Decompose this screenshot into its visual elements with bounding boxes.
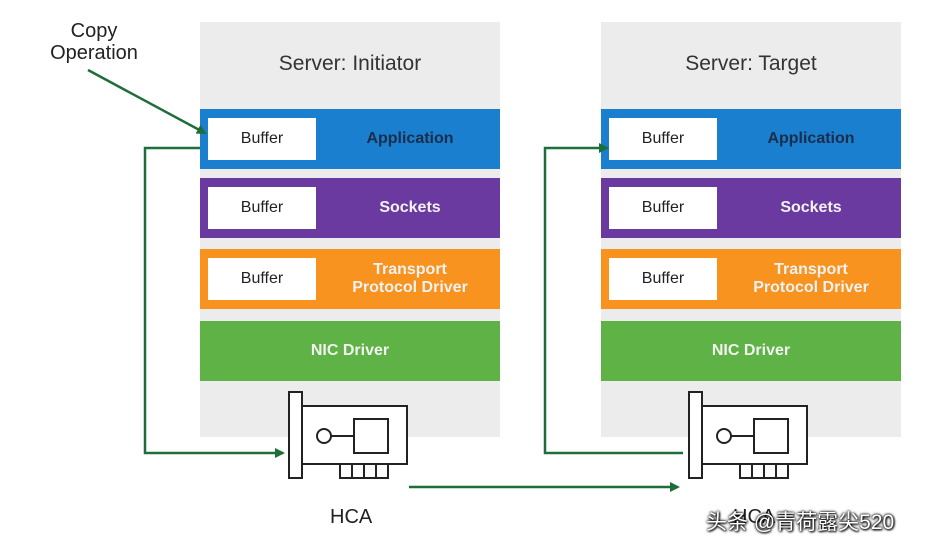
layer-label: Application [767,130,855,147]
layer-label: Application [366,130,454,147]
copy-operation-label: Copy Operation [50,20,138,64]
buffer-box: Buffer [609,187,717,229]
layer-label: Sockets [780,199,842,216]
hca-label-initiator: HCA [330,506,373,528]
buffer-box: Buffer [609,258,717,300]
buffer-box: Buffer [208,258,316,300]
layer-application: Buffer Application [200,109,500,169]
layer-nic-driver: NIC Driver [601,321,901,381]
hca-card-initiator [288,391,408,479]
initiator-data-path-arrow [143,146,285,458]
layer-label: Sockets [379,199,441,216]
copy-operation-arrow [87,68,207,135]
layer-label: NIC Driver [310,342,390,359]
watermark-text: 头条 @青荷露尖520 [706,511,895,534]
layer-sockets: Buffer Sockets [200,178,500,238]
buffer-box: Buffer [609,118,717,160]
buffer-box: Buffer [208,118,316,160]
layer-transport-protocol-driver: Buffer Transport Protocol Driver [601,249,901,309]
layer-label: NIC Driver [711,342,791,359]
buffer-box: Buffer [208,187,316,229]
layer-application: Buffer Application [601,109,901,169]
hca-label-target: HCA [733,506,776,528]
layer-transport-protocol-driver: Buffer Transport Protocol Driver [200,249,500,309]
layer-label: Transport Protocol Driver [753,261,869,296]
server-title: Server: Target [685,52,817,75]
layer-sockets: Buffer Sockets [601,178,901,238]
layer-nic-driver: NIC Driver [200,321,500,381]
target-data-path-arrow [543,143,683,455]
layer-label: Transport Protocol Driver [352,261,468,296]
server-initiator: Server: Initiator Buffer Application Buf… [200,22,500,437]
hca-card-target [688,391,808,479]
server-title: Server: Initiator [278,52,422,75]
server-target: Server: Target Buffer Application Buffer… [601,22,901,437]
